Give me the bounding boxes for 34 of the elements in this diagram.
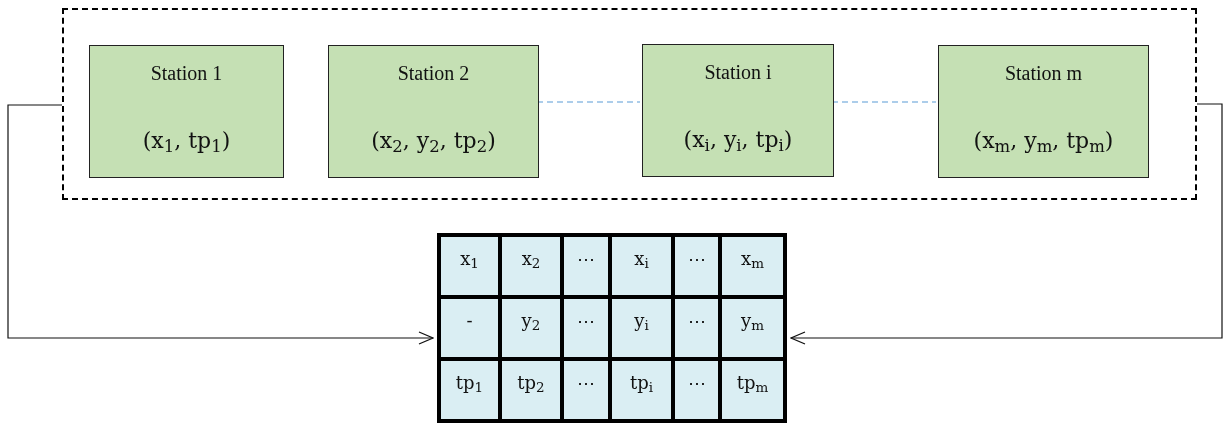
- table-cell-text: y$_{i}$: [634, 310, 649, 331]
- table-cell-text: tp$_{i}$: [629, 372, 654, 393]
- station-tuple: (x$_{1}$, tp$_{1}$): [142, 127, 231, 159]
- table-cell-text: ⋯: [577, 248, 595, 269]
- arrow: [7, 104, 434, 345]
- table-cell-text: y$_{m}$: [741, 310, 764, 331]
- table-cell-text: -: [466, 310, 473, 331]
- arrow: [790, 103, 1223, 345]
- station-tuple: (x$_{2}$, y$_{2}$, tp$_{2}$): [371, 127, 496, 159]
- station-box: [89, 45, 284, 178]
- table-cell-text: y$_{2}$: [521, 310, 541, 331]
- station-box: [642, 44, 834, 177]
- station-tuple: (x$_{m}$, y$_{m}$, tp$_{m}$): [973, 127, 1114, 159]
- table-cell-text: ⋯: [687, 372, 706, 393]
- station-title: Station 1: [150, 61, 223, 86]
- table-cell-text: x$_{i}$: [634, 248, 649, 269]
- table-cell-text: x$_{1}$: [460, 248, 479, 269]
- group-frame: [62, 8, 1197, 200]
- station-box: [328, 45, 539, 178]
- table-cell-text: x$_{m}$: [741, 248, 764, 269]
- station-title: Station m: [1004, 61, 1083, 86]
- table-cell-text: ⋯: [687, 248, 706, 269]
- station-box: [938, 45, 1149, 178]
- station-title: Station 2: [397, 61, 470, 86]
- table-cell-text: tp$_{1}$: [455, 372, 484, 393]
- table-cell-text: tp$_{m}$: [736, 372, 769, 393]
- table-cell-text: x$_{2}$: [521, 248, 541, 269]
- table-cell-text: ⋯: [577, 310, 595, 331]
- table-cell-text: ⋯: [687, 310, 706, 331]
- station-tuple: (x$_{i}$, y$_{i}$, tp$_{i}$): [683, 126, 793, 158]
- table-cell-text: ⋯: [577, 372, 595, 393]
- data-table: [437, 233, 787, 423]
- table-cell-text: tp$_{2}$: [517, 372, 545, 393]
- station-title: Station i: [704, 60, 772, 85]
